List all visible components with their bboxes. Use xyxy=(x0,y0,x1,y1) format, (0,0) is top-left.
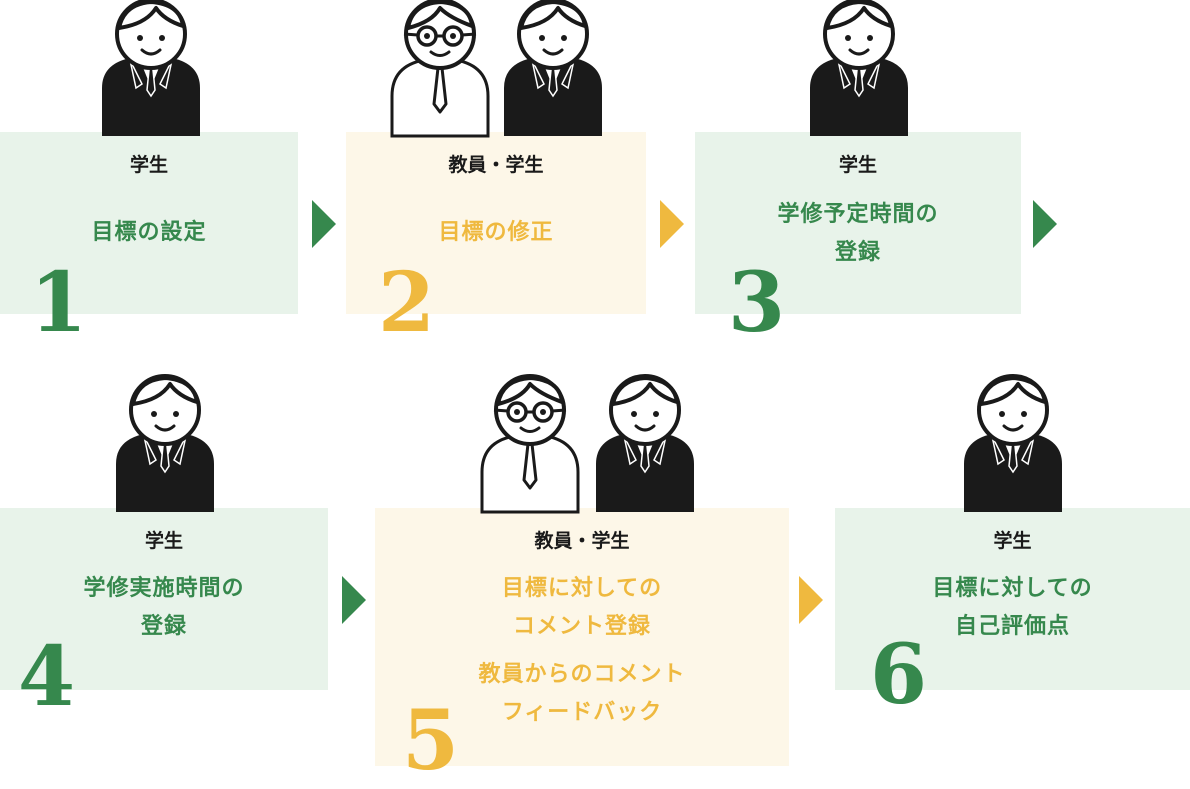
teacher-icon xyxy=(390,0,490,138)
step-5-title: 目標に対しての コメント登録 xyxy=(501,576,663,639)
step-5-card: 教員・学生 目標に対しての コメント登録 教員からのコメント フィードバック xyxy=(375,508,789,766)
step-3-card: 学生 学修予定時間の 登録 xyxy=(695,132,1021,314)
arrow-right-icon xyxy=(799,576,823,624)
arrow-right-icon xyxy=(312,200,336,248)
student-icon xyxy=(594,374,696,514)
arrow-right-icon xyxy=(342,576,366,624)
step-6-title: 目標に対しての 自己評価点 xyxy=(932,576,1093,639)
step-6-role: 学生 xyxy=(993,530,1032,552)
step-4-title: 学修実施時間の 登録 xyxy=(83,576,245,639)
student-icon xyxy=(808,0,910,138)
step-5-number: 5 xyxy=(402,693,460,789)
step-2-number: 2 xyxy=(378,255,436,351)
student-icon xyxy=(502,0,604,138)
step-2-title: 目標の修正 xyxy=(438,220,554,245)
step-3-role: 学生 xyxy=(838,154,877,176)
step-3-title: 学修予定時間の 登録 xyxy=(777,202,939,265)
step-6-card: 学生 目標に対しての 自己評価点 xyxy=(835,508,1190,690)
student-icon xyxy=(962,374,1064,514)
student-icon xyxy=(100,0,202,138)
step-2-role: 教員・学生 xyxy=(448,154,544,176)
student-icon xyxy=(114,374,216,514)
teacher-icon xyxy=(480,374,580,514)
step-1-card: 学生 目標の設定 xyxy=(0,132,298,314)
step-1-role: 学生 xyxy=(129,154,168,176)
step-4-role: 学生 xyxy=(144,530,183,552)
step-1-number: 1 xyxy=(30,255,88,351)
step-4-card: 学生 学修実施時間の 登録 xyxy=(0,508,328,690)
step-1-title: 目標の設定 xyxy=(91,220,207,245)
arrow-right-icon xyxy=(1033,200,1057,248)
step-5-role: 教員・学生 xyxy=(534,530,630,552)
step-5-subtitle: 教員からのコメント フィードバック xyxy=(478,662,686,725)
step-6-number: 6 xyxy=(870,627,928,723)
step-4-number: 4 xyxy=(18,629,76,725)
step-2-card: 教員・学生 目標の修正 xyxy=(346,132,646,314)
arrow-right-icon xyxy=(660,200,684,248)
step-3-number: 3 xyxy=(728,255,786,351)
